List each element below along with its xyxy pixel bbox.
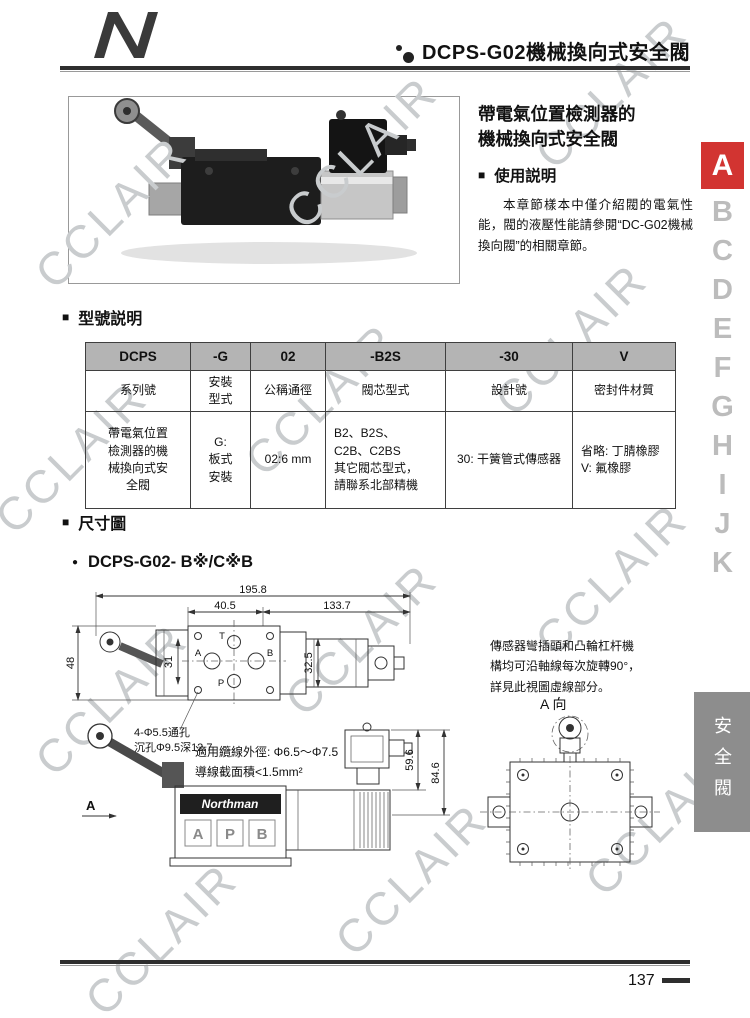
index-tab-i[interactable]: I bbox=[718, 468, 727, 501]
index-tab-f[interactable]: F bbox=[713, 351, 732, 384]
dim-label: 40.5 bbox=[214, 600, 235, 612]
table-row: 帶電氣位置 檢測器的機 械換向式安 全閥 G: 板式 安裝 02:6 mm B2… bbox=[85, 411, 676, 509]
port-a-label: A bbox=[195, 648, 202, 659]
intro-block: 帶電氣位置檢測器的 機械換向式安全閥 ■ 使用説明 本章節樣本中僅介紹閥的電氣性… bbox=[478, 102, 693, 268]
label-cell: 安裝 型式 bbox=[190, 370, 251, 412]
hole-note-1: 4-Φ5.5通孔 bbox=[134, 726, 190, 739]
intro-heading-line2: 機械換向式安全閥 bbox=[478, 128, 618, 149]
cable-spec-note: 適用纜線外徑: Φ6.5～Φ7.5 導線截面積<1.5mm² bbox=[195, 745, 339, 780]
index-tab-g[interactable]: G bbox=[711, 390, 734, 423]
index-tab-c[interactable]: C bbox=[712, 234, 733, 267]
dimension-section-heading: ■ 尺寸圖 bbox=[62, 510, 126, 534]
product-photo-illustration bbox=[114, 98, 417, 264]
section-marker-icon: ■ bbox=[62, 310, 70, 324]
label-cell: 系列號 bbox=[85, 370, 191, 412]
top-view-drawing: 195.8 40.5 133.7 48 31 32.5 T A B P bbox=[65, 584, 411, 754]
model-section-heading: ■ 型號説明 bbox=[62, 305, 142, 329]
index-tab-h[interactable]: H bbox=[712, 429, 733, 462]
model-code-table: DCPS -G 02 -B2S -30 V 系列號 安裝 型式 公稱通徑 閥芯型… bbox=[85, 342, 676, 509]
sensor-rotation-note: 傳感器彎插頭和凸輪杠杆機 構均可沿軸線每次旋轉90°， 詳見此視圖虛線部分。 bbox=[490, 639, 641, 694]
section-marker-icon: ■ bbox=[478, 168, 486, 182]
index-tab-k[interactable]: K bbox=[712, 546, 733, 579]
title-bullet-icon bbox=[395, 43, 414, 65]
header-title-row: DCPS-G02機械換向式安全閥 bbox=[395, 36, 690, 65]
stencil-port-a: A bbox=[193, 826, 204, 843]
header-rule-thick bbox=[60, 66, 690, 70]
dim-label: 84.6 bbox=[430, 762, 442, 783]
a-view-label: A 向 bbox=[540, 696, 567, 712]
footer-rule-thin bbox=[60, 965, 690, 966]
hole-note-2: 沉孔Φ9.5深12.7 bbox=[134, 741, 212, 754]
detail-cell: 帶電氣位置 檢測器的機 械換向式安 全閥 bbox=[85, 411, 191, 509]
index-tab-j[interactable]: J bbox=[714, 507, 731, 540]
label-cell: 設計號 bbox=[445, 370, 573, 412]
label-cell: 公稱通徑 bbox=[250, 370, 326, 412]
code-cell: 02 bbox=[250, 342, 326, 371]
dim-label: 31 bbox=[163, 656, 175, 668]
dim-label: 59.6 bbox=[404, 749, 416, 770]
stencil-port-p: P bbox=[225, 826, 235, 843]
page-title: DCPS-G02機械換向式安全閥 bbox=[421, 42, 690, 64]
port-b-label: B bbox=[267, 648, 273, 659]
detail-cell: 省略: 丁腈橡膠 V: 氟橡膠 bbox=[572, 411, 676, 509]
header-rule-thin bbox=[60, 71, 690, 72]
brand-logo bbox=[94, 12, 158, 58]
code-cell: V bbox=[572, 342, 676, 371]
stencil-port-b: B bbox=[257, 826, 268, 843]
detail-cell: G: 板式 安裝 bbox=[190, 411, 251, 509]
index-tab-a[interactable]: A bbox=[701, 142, 744, 189]
brand-label: Northman bbox=[202, 797, 259, 811]
dimension-section-title: 尺寸圖 bbox=[78, 516, 127, 533]
detail-cell: 30: 干簧管式傳感器 bbox=[445, 411, 573, 509]
model-section-title: 型號説明 bbox=[78, 311, 143, 328]
dim-total-label: 195.8 bbox=[239, 584, 267, 596]
code-cell: -B2S bbox=[325, 342, 446, 371]
index-tab-e[interactable]: E bbox=[712, 312, 733, 345]
dim-label: 32.5 bbox=[303, 652, 315, 673]
view-arrow-label: A bbox=[86, 798, 96, 813]
usage-paragraph: 本章節樣本中僅介紹閥的電氣性能，閥的液壓性能請參閱“DC-G02機械換向閥”的相… bbox=[478, 198, 693, 253]
index-tab-d[interactable]: D bbox=[712, 273, 733, 306]
side-view-drawing: Northman A P B A 59.6 84.6 bbox=[82, 722, 450, 867]
dim-label: 48 bbox=[65, 657, 77, 669]
code-cell: -30 bbox=[445, 342, 573, 371]
dim-label: 133.7 bbox=[323, 600, 351, 612]
bullet-icon: ● bbox=[72, 556, 79, 568]
section-marker-icon: ■ bbox=[62, 515, 70, 529]
usage-section-title: 使用説明 bbox=[494, 168, 557, 185]
label-cell: 閥芯型式 bbox=[325, 370, 446, 412]
model-variant-label: DCPS-G02- B※/C※B bbox=[88, 553, 254, 571]
page-number: 137 bbox=[628, 972, 655, 989]
code-cell: -G bbox=[190, 342, 251, 371]
table-row: 系列號 安裝 型式 公稱通徑 閥芯型式 設計號 密封件材質 bbox=[85, 370, 676, 412]
page-number-bar bbox=[662, 978, 690, 983]
detail-cell: 02:6 mm bbox=[250, 411, 326, 509]
index-tab-b[interactable]: B bbox=[712, 195, 733, 228]
a-view-drawing bbox=[480, 715, 660, 870]
product-photo bbox=[68, 96, 460, 284]
code-cell: DCPS bbox=[85, 342, 191, 371]
port-t-label: T bbox=[219, 631, 225, 642]
footer-rule-thick bbox=[60, 960, 690, 964]
detail-cell: B2、B2S、 C2B、C2BS 其它閥芯型式， 請聯系北部精機 bbox=[325, 411, 446, 509]
category-tab-safety-valve[interactable]: 安全閥 bbox=[694, 692, 750, 832]
table-row: DCPS -G 02 -B2S -30 V bbox=[85, 342, 676, 371]
port-p-label: P bbox=[218, 678, 224, 689]
model-variant-label-row: ● DCPS-G02- B※/C※B bbox=[72, 552, 253, 572]
intro-heading-line1: 帶電氣位置檢測器的 bbox=[478, 104, 636, 124]
label-cell: 密封件材質 bbox=[572, 370, 676, 412]
